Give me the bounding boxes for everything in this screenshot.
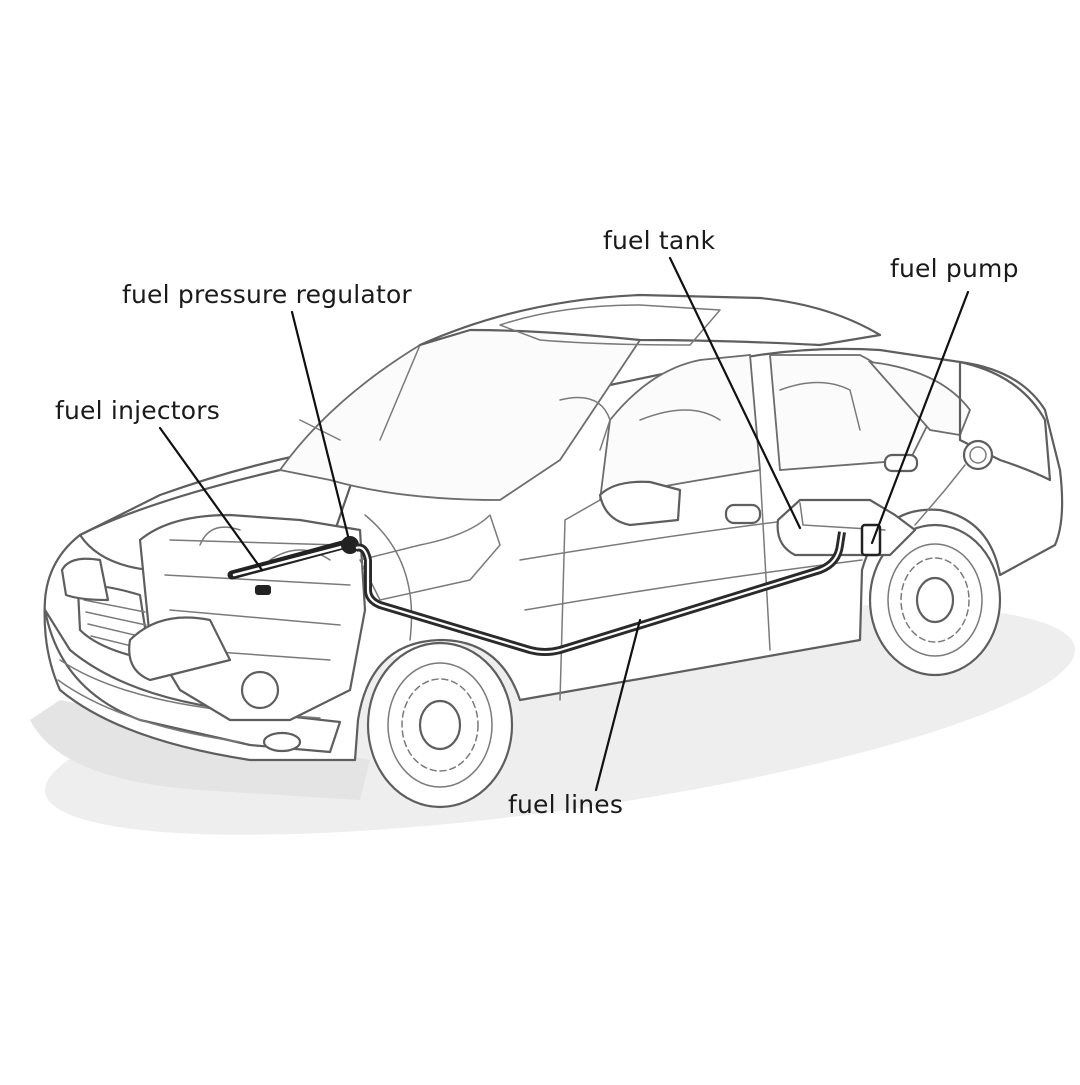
leader-fuel-pressure-regulator <box>290 310 350 538</box>
leader-fuel-tank <box>668 256 802 530</box>
label-fuel-pump: fuel pump <box>890 254 1019 283</box>
label-fuel-lines: fuel lines <box>508 790 624 819</box>
leader-fuel-injectors <box>158 426 264 572</box>
label-fuel-tank: fuel tank <box>603 226 716 255</box>
label-fuel-pressure-regulator: fuel pressure regulator <box>122 280 412 309</box>
transmission <box>359 514 501 601</box>
filler-neck <box>914 464 966 526</box>
rear-wheel <box>868 523 1002 677</box>
leader-fuel-pump <box>870 290 970 545</box>
fuel-injector-rail <box>227 538 355 595</box>
engine <box>128 513 367 722</box>
fuel-lines <box>354 531 846 656</box>
leader-fuel-lines <box>594 618 642 792</box>
front-wheel <box>366 641 514 809</box>
fuel-pressure-regulator <box>341 536 359 554</box>
label-fuel-injectors: fuel injectors <box>55 396 220 425</box>
